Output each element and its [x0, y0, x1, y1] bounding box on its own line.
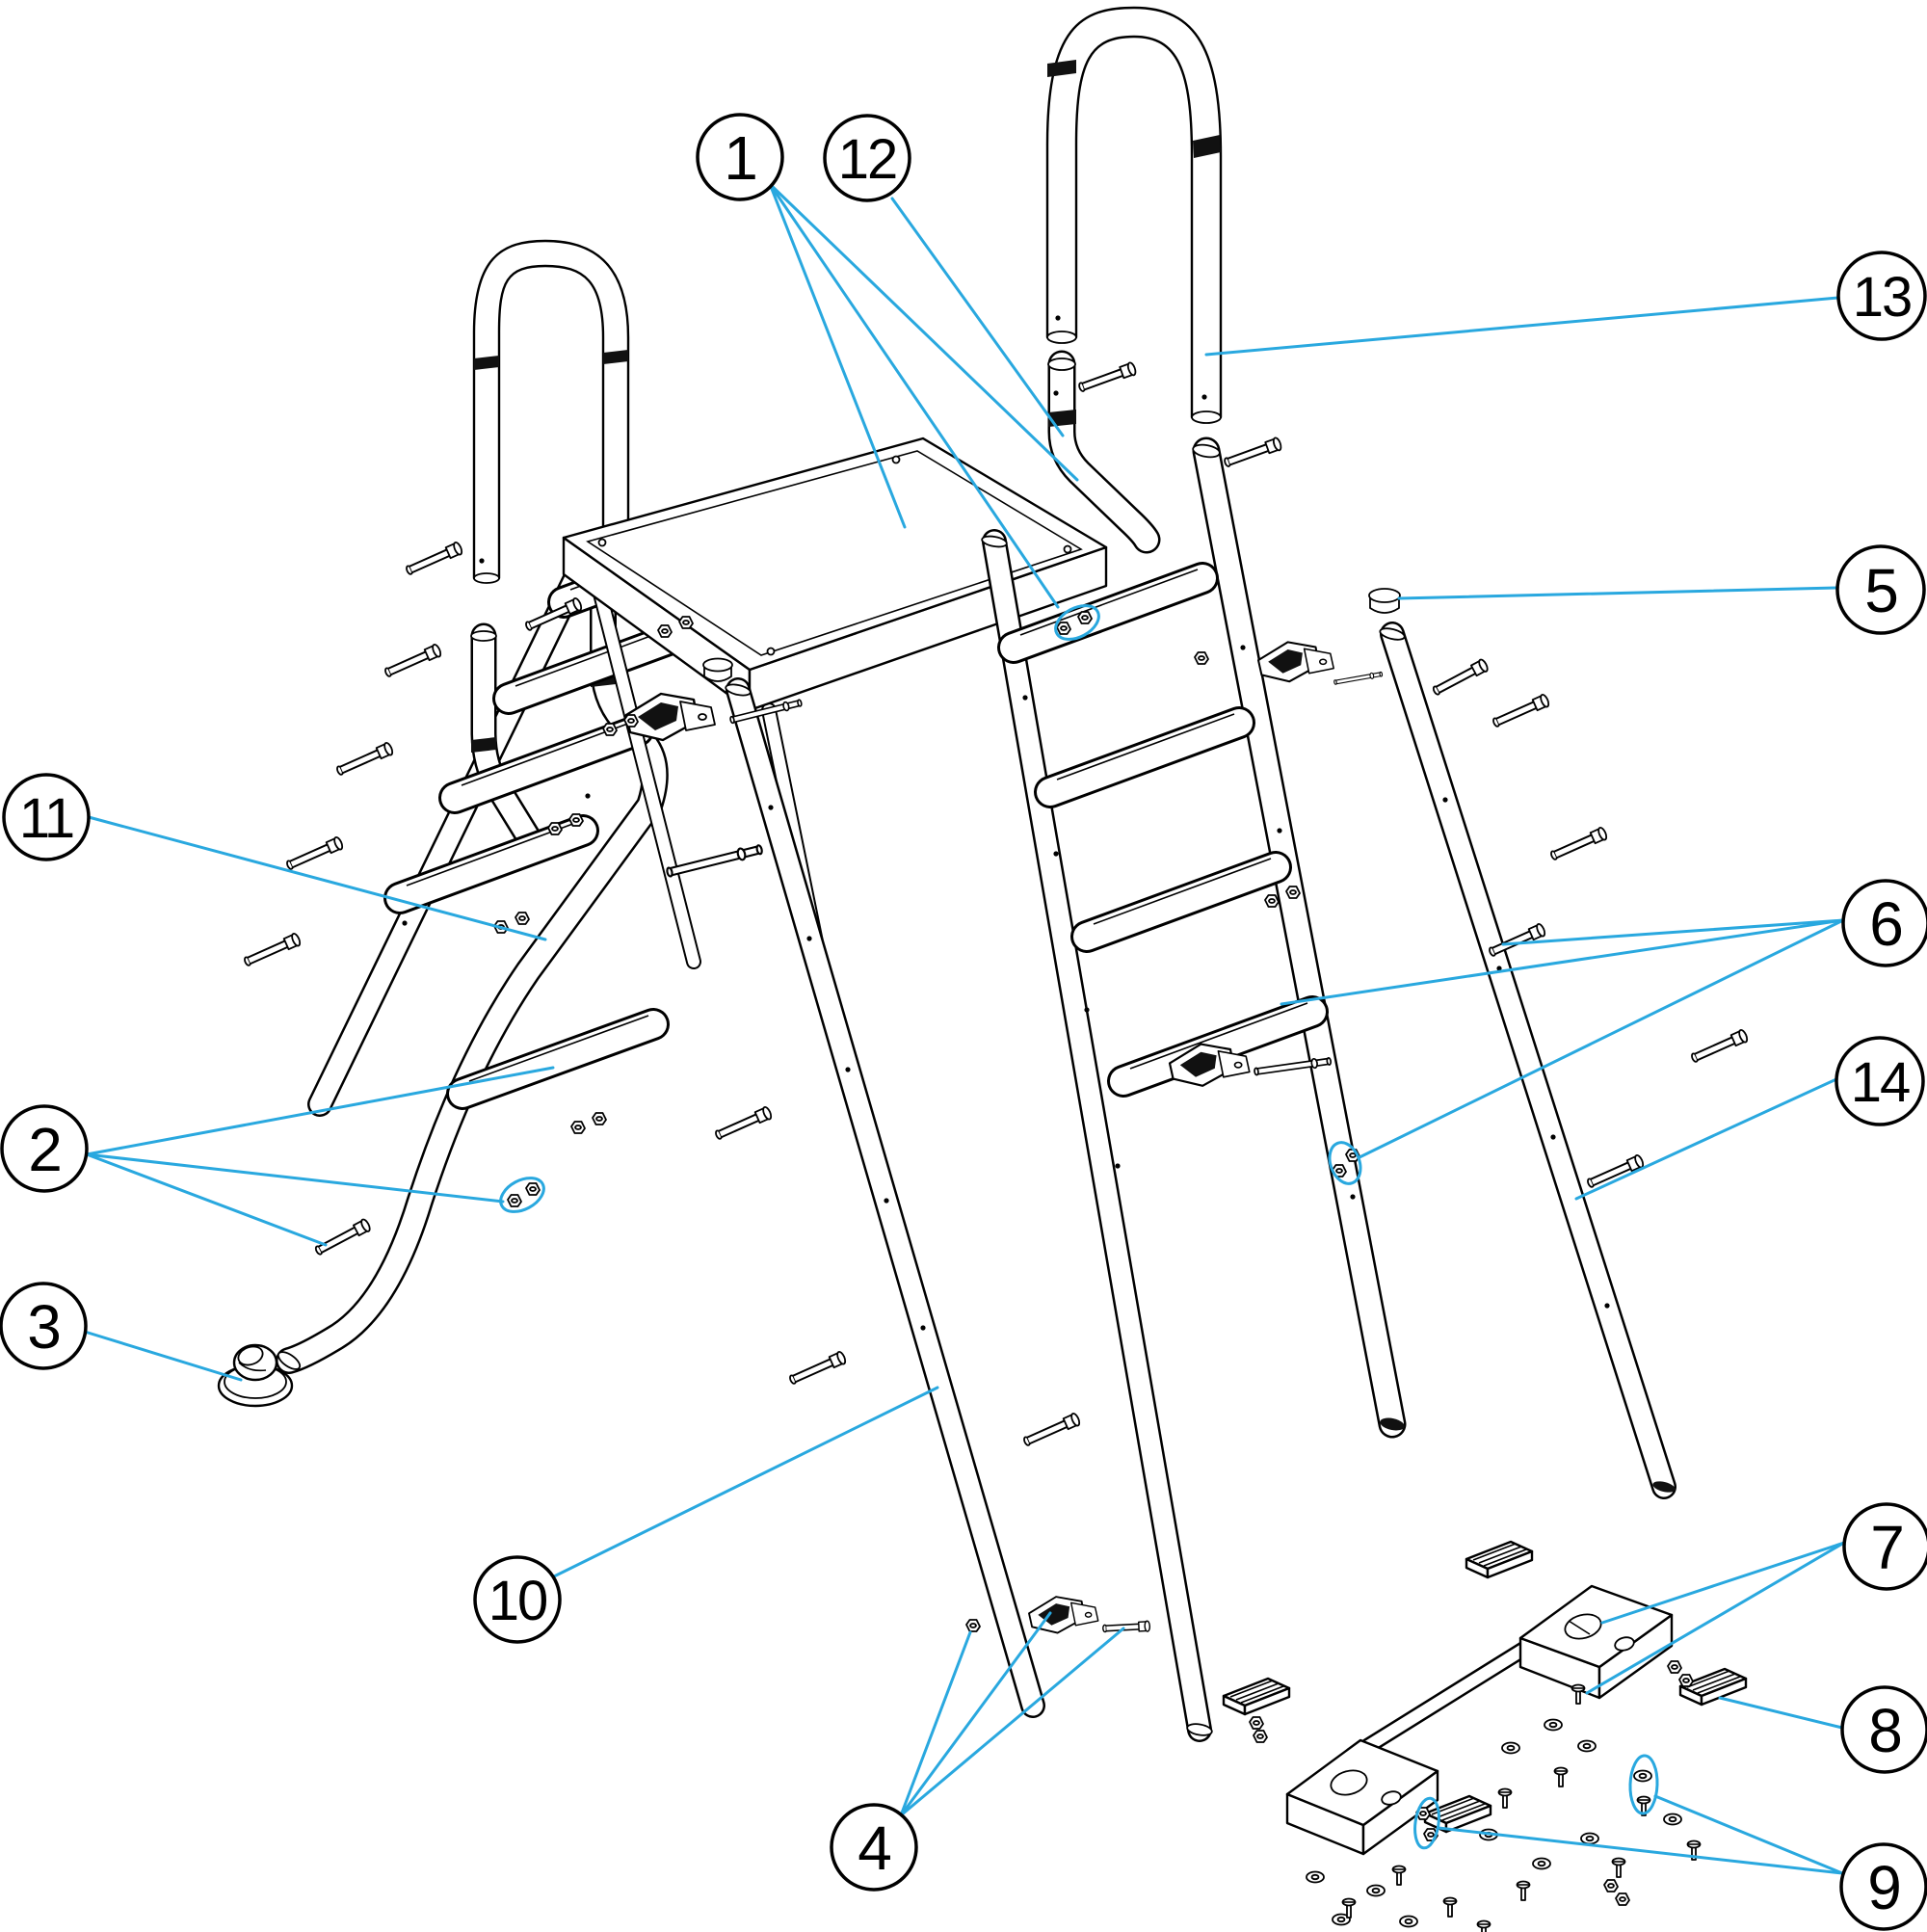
hl-base-washer-screw [1628, 1754, 1659, 1815]
callout-7 [1842, 1502, 1927, 1591]
center-rail [702, 657, 1045, 1718]
fins-cap [1465, 1540, 1534, 1579]
right-ladder-frame [981, 437, 1407, 1742]
callout-14-leader [1574, 1077, 1838, 1201]
rail-cap [1368, 588, 1401, 614]
callout-11-label: 11 [19, 787, 73, 850]
callout-13-leader [1204, 296, 1840, 357]
callout-13-label: 13 [1853, 266, 1912, 329]
callout-7-leader [1585, 1541, 1846, 1695]
callout-8 [1840, 1685, 1927, 1774]
right-handrail-loop [1045, 6, 1223, 424]
callout-6-label: 6 [1869, 889, 1902, 959]
callout-6 [1841, 879, 1927, 967]
callout-8-label: 8 [1868, 1696, 1901, 1765]
callout-1-leader [768, 182, 907, 529]
callout-8-leader [1718, 1696, 1844, 1730]
callout-3 [0, 1282, 88, 1370]
callout-5-label: 5 [1864, 556, 1897, 625]
callout-6-leader [1358, 918, 1845, 1159]
callout-1 [696, 113, 784, 201]
callout-9-label: 9 [1867, 1853, 1900, 1922]
base-assembly [1222, 1540, 1748, 1856]
callout-4-leader [899, 1611, 1052, 1817]
callout-14 [1835, 1036, 1925, 1126]
callout-9-leader [1653, 1794, 1844, 1875]
hl-base-nuts [1413, 1796, 1440, 1850]
callout-2-leader [85, 1152, 328, 1247]
callout-12 [823, 114, 911, 202]
callout-9 [1839, 1842, 1927, 1931]
callout-1-leader [768, 182, 1060, 609]
hl-left-step-fasteners [499, 1177, 545, 1213]
callout-2-label: 2 [28, 1115, 61, 1184]
dome-foot-cap [217, 1343, 294, 1408]
nuts [493, 611, 1694, 1906]
callout-4-leader [899, 1630, 972, 1817]
callout-9-leader [1437, 1826, 1844, 1875]
callout-10-label: 10 [488, 1570, 547, 1632]
callout-6-leader [1280, 918, 1845, 1006]
outer-rail [1379, 622, 1676, 1499]
fins-cap [1222, 1677, 1291, 1716]
callout-10-leader [552, 1386, 939, 1578]
callout-3-label: 3 [27, 1292, 60, 1362]
left-ladder-frame [276, 553, 669, 1374]
callout-11-leader [87, 815, 547, 941]
callout-7-leader [1600, 1541, 1846, 1625]
callout-10 [473, 1555, 562, 1644]
callout-6-leader [1501, 918, 1845, 946]
callout-1-leader [768, 182, 1079, 482]
callout-5-leader [1397, 586, 1839, 600]
callout-4-leader [899, 1627, 1125, 1817]
hl-platform-fasteners [1054, 604, 1100, 641]
callout-3-leader [83, 1330, 243, 1382]
callout-overlay: 1 12 13 5 11 6 14 2 3 10 4 7 8 9 [0, 113, 1927, 1931]
callout-1-label: 1 [724, 123, 756, 193]
handrail-tube-segment [1047, 350, 1161, 554]
callout-5 [1835, 544, 1926, 635]
callout-11 [2, 773, 91, 861]
callout-14-label: 14 [1851, 1051, 1910, 1114]
platform [562, 437, 1108, 712]
callout-2-leader [85, 1152, 505, 1204]
callout-2-leader [85, 1066, 555, 1156]
callout-4-label: 4 [858, 1813, 890, 1883]
callout-2 [0, 1104, 89, 1193]
callout-7-label: 7 [1870, 1513, 1903, 1582]
callout-12-leader [890, 197, 1065, 437]
callout-13 [1836, 251, 1927, 341]
callout-12-label: 12 [838, 128, 897, 191]
right-ladder-steps [997, 562, 1329, 1098]
callout-4 [830, 1803, 918, 1892]
